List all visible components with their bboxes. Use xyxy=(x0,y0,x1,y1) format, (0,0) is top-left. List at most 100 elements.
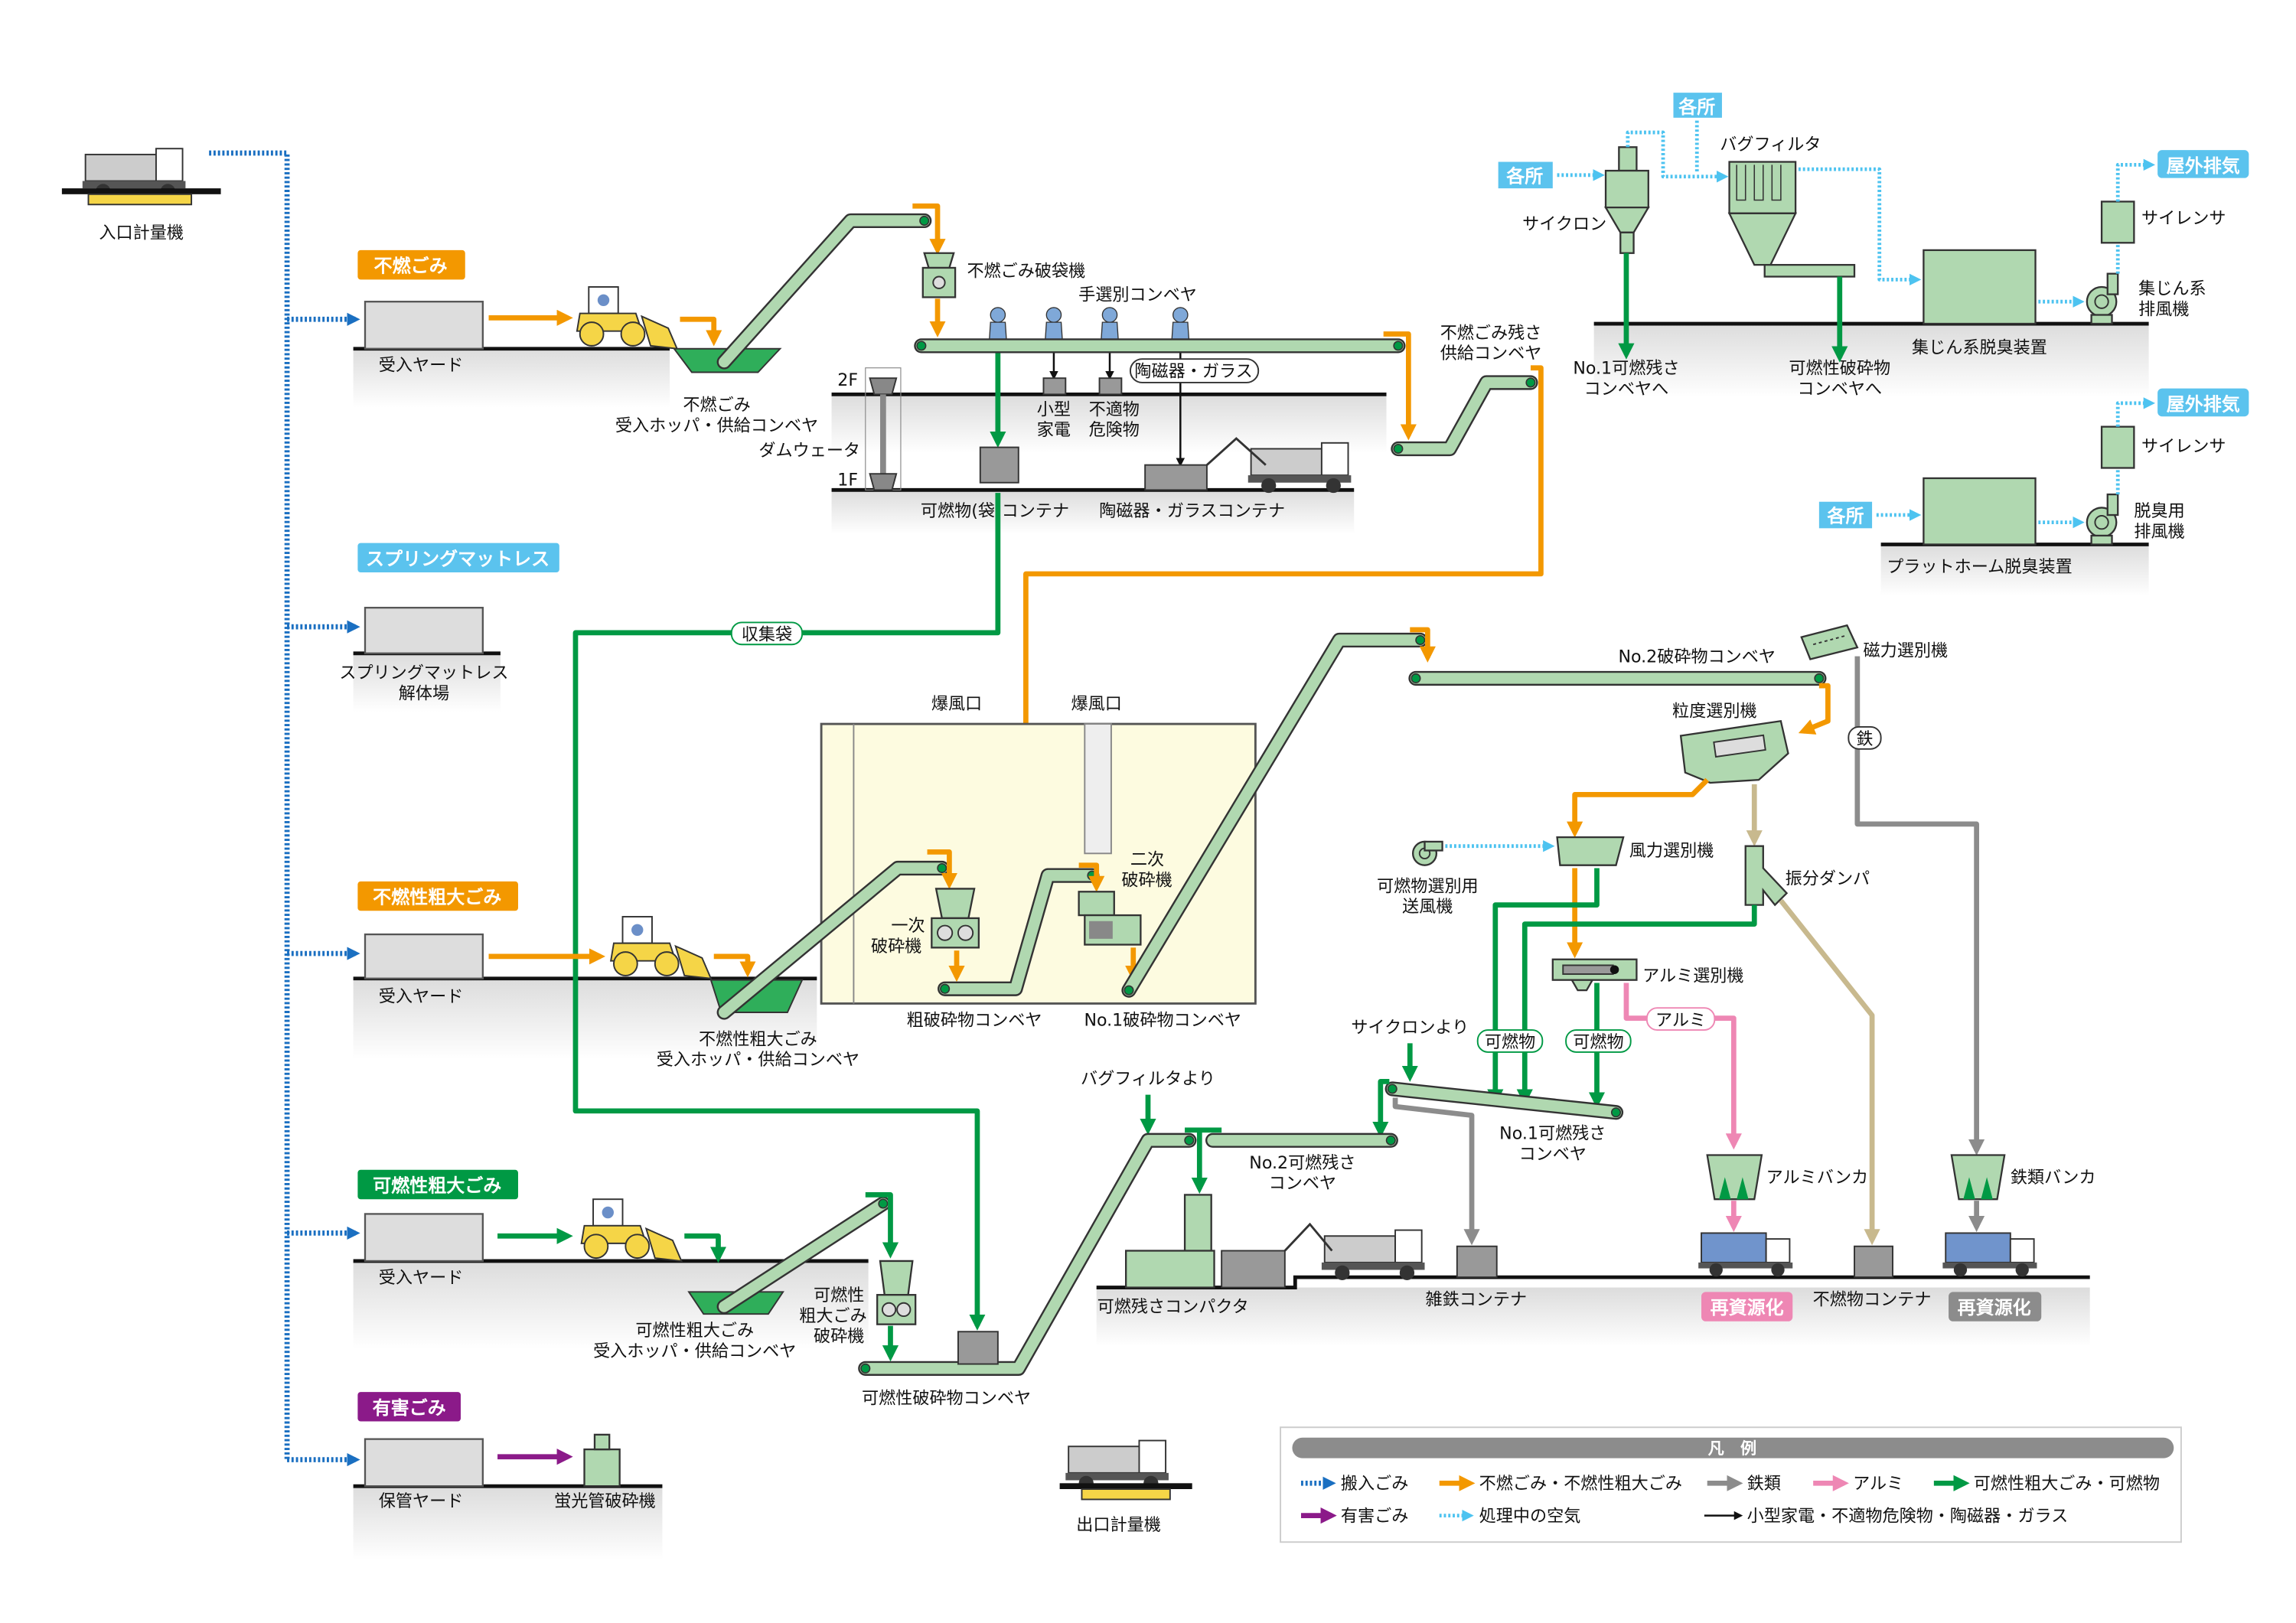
aluminum-bubble: アルミ xyxy=(1645,1007,1716,1031)
legend-item-burnable: 可燃性粗大ごみ・可燃物 xyxy=(1933,1474,2160,1494)
label: 振分ダンパ xyxy=(1786,869,1870,889)
label: 陶磁器・ガラスコンテナ xyxy=(1099,501,1285,521)
hand-sort-conveyor xyxy=(914,338,1406,354)
exit-weighbridge: 出口計量機 xyxy=(1059,1439,1192,1535)
platform-deodorizer xyxy=(1923,477,2037,546)
floor-label: 1F xyxy=(837,471,858,490)
silencer xyxy=(2100,200,2135,244)
label: 送風機 xyxy=(1402,897,1453,917)
yard-label: 受入ヤード xyxy=(379,1268,464,1288)
label: 供給コンベヤ xyxy=(1440,344,1542,363)
legend-item-aluminum: アルミ xyxy=(1813,1474,1903,1494)
flow-arrow xyxy=(912,203,946,256)
crushed-transfer-box xyxy=(957,1331,999,1365)
aluminum-separator xyxy=(1551,958,1638,992)
label: 不燃ごみ残さ xyxy=(1440,323,1542,343)
aluminum-bunker xyxy=(1706,1154,1763,1201)
label: 雑鉄コンテナ xyxy=(1425,1290,1527,1310)
label: 陶磁器・ガラス xyxy=(1134,361,1252,381)
legend-item-sorted-items: 小型家電・不適物危険物・陶磁器・ガラス xyxy=(1704,1506,2068,1526)
legend-header xyxy=(1292,1437,2174,1458)
ceramics-container xyxy=(1144,464,1208,491)
label: 手選別コンベヤ xyxy=(1078,285,1197,305)
label: コンベヤへ xyxy=(1584,379,1669,399)
legend-item-nonburnable: 不燃ごみ・不燃性粗大ごみ xyxy=(1439,1474,1682,1494)
flow-arrow xyxy=(865,1192,899,1259)
burnable-bubble: 可燃物 xyxy=(1476,1029,1544,1053)
no2-residue-conveyor xyxy=(1205,1133,1398,1148)
label: ダムウェータ xyxy=(758,441,860,461)
label: 不燃ごみ xyxy=(683,395,750,415)
flow-arrow xyxy=(680,316,722,347)
tag-everywhere: 各所 xyxy=(1818,501,1873,529)
flow-arrow xyxy=(1410,627,1436,663)
silencer xyxy=(2100,425,2135,469)
yard-hazardous: 保管ヤード xyxy=(364,1438,484,1511)
label: 粒度選別機 xyxy=(1672,701,1757,721)
tag-text: 再資源化 xyxy=(1958,1297,2031,1318)
ground-floors xyxy=(353,321,2149,1560)
distribution-damper xyxy=(1744,845,1789,907)
legend-title: 凡 例 xyxy=(1708,1439,1756,1458)
label: 可燃残さコンパクタ xyxy=(1097,1297,1249,1317)
collection-truck-icon xyxy=(1065,1439,1169,1491)
flow-arrow xyxy=(1185,1127,1222,1189)
air-flow-arrow xyxy=(1798,167,1922,286)
legend-label: 有害ごみ xyxy=(1341,1506,1408,1526)
label: プラットホーム脱臭装置 xyxy=(1887,557,2073,577)
dust-deodorizer xyxy=(1923,249,2037,325)
label: 破砕機 xyxy=(871,937,921,957)
label: 可燃物(袋)コンテナ xyxy=(921,501,1069,521)
iron-bubble: 鉄 xyxy=(1848,725,1882,750)
primary-crusher xyxy=(931,888,980,949)
residue-supply-conveyor xyxy=(1391,375,1538,457)
truck-arm xyxy=(1283,1222,1333,1252)
flow-arrow xyxy=(1383,331,1417,441)
label: 排風機 xyxy=(2138,300,2189,320)
flow-arrow xyxy=(1078,862,1105,892)
legend-label: 可燃性粗大ごみ・可燃物 xyxy=(1974,1474,2160,1494)
label: コンベヤ xyxy=(1519,1144,1587,1164)
small-appliance-bin xyxy=(1042,377,1067,396)
burnable-flow-arrow xyxy=(1516,904,1757,1106)
tag-text: 再資源化 xyxy=(1711,1297,1784,1318)
yard-label: 保管ヤード xyxy=(379,1491,464,1511)
label: 危険物 xyxy=(1089,420,1140,440)
collection-bag-bubble: 収集袋 xyxy=(730,621,804,646)
burnable-crushed-conveyor xyxy=(858,1133,1197,1376)
blast-port-label: 爆風口 xyxy=(931,694,982,714)
label: サイクロンより xyxy=(1351,1018,1469,1038)
tag-text: 屋外排気 xyxy=(2167,393,2240,415)
scrap-iron-container xyxy=(1456,1245,1498,1279)
coarse-crushed-conveyor xyxy=(938,868,1100,996)
residue-compactor xyxy=(1125,1194,1215,1289)
label: 家電 xyxy=(1037,420,1071,440)
wheel-loader-icon xyxy=(576,286,678,350)
category-tag-hazardous: 有害ごみ xyxy=(357,1392,461,1422)
wheel-loader-icon xyxy=(580,1198,683,1262)
air-flow-arrow xyxy=(2115,403,2151,495)
bulky-burnable-crusher xyxy=(876,1260,917,1325)
legend-label: 不燃ごみ・不燃性粗大ごみ xyxy=(1479,1474,1682,1494)
yard-bulky-burnable: 受入ヤード xyxy=(364,1213,484,1288)
burnable-bag-container xyxy=(979,446,1019,484)
iron-flow-arrow xyxy=(1392,1097,1480,1246)
legend-item-hazardous: 有害ごみ xyxy=(1300,1506,1408,1526)
no2-crushed-conveyor xyxy=(1408,670,1827,686)
yard-label: 受入ヤード xyxy=(379,356,464,376)
label: 可燃性破砕物コンベヤ xyxy=(862,1388,1031,1408)
label: No.2破砕物コンベヤ xyxy=(1618,647,1776,666)
yard-label: 解体場 xyxy=(399,683,449,703)
bag-breaker xyxy=(921,252,957,298)
category-tag-nonburnable: 不燃ごみ xyxy=(357,249,465,280)
label: 一次 xyxy=(891,916,925,936)
secondary-crusher xyxy=(1078,891,1142,946)
dumbwaiter xyxy=(865,367,902,491)
aluminum-truck-icon xyxy=(1698,1232,1793,1277)
nonburnable-residue-flow xyxy=(1779,898,1880,1246)
fluorescent-crusher xyxy=(583,1433,621,1488)
label: 受入ホッパ・供給コンベヤ xyxy=(615,416,818,435)
label: 集じん系脱臭装置 xyxy=(1912,338,2047,358)
label: サイクロン xyxy=(1522,214,1606,234)
